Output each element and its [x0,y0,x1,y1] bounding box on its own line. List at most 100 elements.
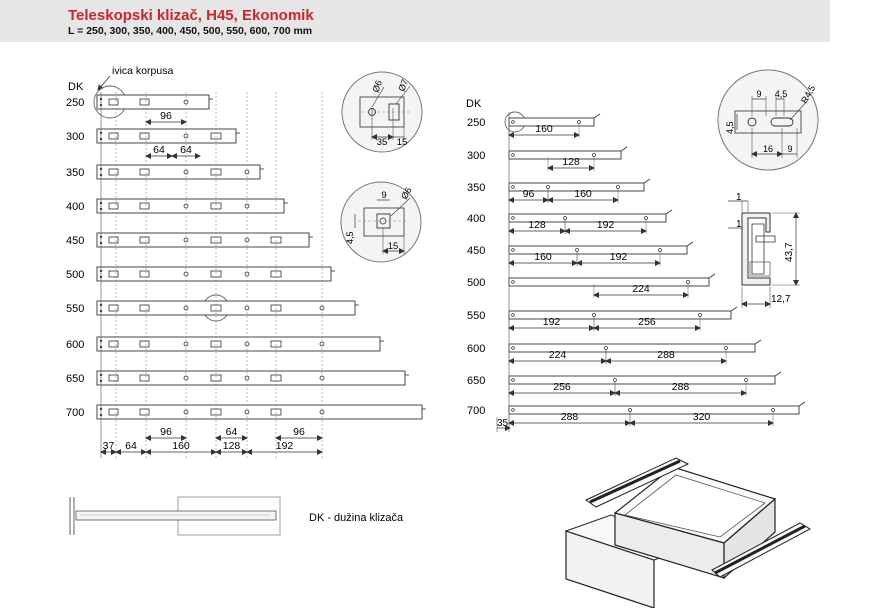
right-rail-8 [508,375,776,385]
left-rail-8 [96,370,406,386]
left-rail-4 [96,232,310,248]
right-dim-6-1: 256 [638,316,656,328]
right-row-label-5: 500 [467,277,485,289]
right-dim-0-0: 160 [535,123,553,135]
left-hole-9 [139,408,150,416]
profile-width: 12,7 [771,294,791,305]
left-front-hole-3 [108,202,119,210]
right-dim-2-1: 160 [574,188,592,200]
left-hole-8 [139,374,150,382]
left-front-hole-0 [108,98,119,106]
left-bottom-low-3: 128 [223,440,241,452]
left-bottom-low-2: 160 [172,440,190,452]
detail3-height: 4,5 [725,121,735,134]
left-bottom-low-1: 64 [125,440,137,452]
left-bottom-low-0: 37 [103,440,115,452]
right-row-label-2: 350 [467,182,485,194]
page-subtitle: L = 250, 300, 350, 400, 450, 500, 550, 6… [68,25,313,37]
right-dim-7-0: 224 [549,349,567,361]
legend-dk-text: DK - dužina klizača [309,512,404,524]
left-front-hole-1 [108,132,119,140]
right-dim-3-0: 128 [528,219,546,231]
right-dim-6-0: 192 [543,316,561,328]
left-front-hole-9 [108,408,119,416]
left-rail-2 [96,164,261,180]
left-row-label-1: 300 [66,131,84,143]
left-row-label-6: 550 [66,303,84,315]
left-front-hole-4 [108,236,119,244]
detail1-dia-7: Ø7 [396,78,410,93]
left-dim-300-b: 64 [180,144,192,156]
left-bottom-low-4: 192 [276,440,294,452]
left-row-label-3: 400 [66,201,84,213]
right-rail-9 [508,405,800,415]
detail-front-mount: 35 15 Ø6 Ø7 [341,71,423,153]
left-hole-1 [139,132,150,140]
cabinet-edge-label: ivica korpusa [112,65,173,77]
right-dk-label: DK [466,98,482,110]
right-dim-2-0: 96 [523,188,535,200]
right-dim-8-0: 256 [553,381,571,393]
left-rail-0 [96,94,210,110]
drawer-illustration [564,457,812,608]
left-dim-250: 96 [160,110,172,122]
right-dim-1-0: 128 [562,156,580,168]
left-bottom-top-2: 96 [293,426,305,438]
left-hole-6 [139,304,150,312]
detail3-dim-9: 9 [756,89,761,99]
detail2-width-9: 9 [381,190,386,201]
left-hole-5 [139,270,150,278]
left-dk-label: DK [68,81,84,93]
left-rail-3 [96,198,285,214]
right-row-label-4: 450 [467,245,485,257]
left-row-label-7: 600 [66,339,84,351]
left-hole-pattern-diagram: DK ivica korpusa 250 300 350 400 450 500 550 60… [66,65,426,458]
left-rail-7 [96,336,381,352]
right-dim-4-1: 192 [610,251,628,263]
left-front-hole-7 [108,340,119,348]
left-row-label-5: 500 [66,269,84,281]
header-bar: Teleskopski klizač, H45, Ekonomik L = 25… [0,0,830,42]
left-dim-300-a: 64 [153,144,165,156]
right-row-label-7: 600 [467,343,485,355]
left-rail-5 [96,266,332,282]
page-title: Teleskopski klizač, H45, Ekonomik [68,7,314,24]
right-row-label-9: 700 [467,405,485,417]
left-row-label-2: 350 [66,167,84,179]
right-row-label-0: 250 [467,117,485,129]
right-dim-35: 35 [497,418,509,429]
detail2-base-15: 15 [388,241,399,252]
right-dim-5-0: 224 [632,283,650,295]
right-dim-8-1: 288 [672,381,690,393]
cabinet-overview: DK - dužina klizača [69,496,404,536]
left-row-label-8: 650 [66,373,84,385]
left-row-label-4: 450 [66,235,84,247]
left-rail-6 [96,300,356,316]
detail-slot-hole: 9 4,5 R4,5 4,5 16 9 [717,69,819,171]
left-hole-7 [139,340,150,348]
left-row-label-0: 250 [66,97,84,109]
left-front-hole-6 [108,304,119,312]
left-rail-9 [96,404,423,420]
left-hole-2 [139,168,150,176]
left-bottom-top-1: 64 [226,426,238,438]
left-rail-1 [96,128,237,144]
left-front-hole-2 [108,168,119,176]
right-row-label-8: 650 [467,375,485,387]
right-dim-3-1: 192 [597,219,615,231]
detail3-dim-45: 4,5 [775,89,788,99]
left-hole-4 [139,236,150,244]
left-row-label-9: 700 [66,407,84,419]
left-bottom-top-0: 96 [160,426,172,438]
right-row-label-6: 550 [467,310,485,322]
profile-thickness-1a: 1 [736,192,742,203]
profile-cross-section: 1 1 43,7 12,7 [728,192,800,308]
left-front-hole-5 [108,270,119,278]
right-rail-5 [508,277,710,287]
detail1-width-15: 15 [397,137,408,148]
profile-thickness-1b: 1 [736,219,742,230]
right-rail-7 [508,343,756,353]
right-dim-4-0: 160 [534,251,552,263]
